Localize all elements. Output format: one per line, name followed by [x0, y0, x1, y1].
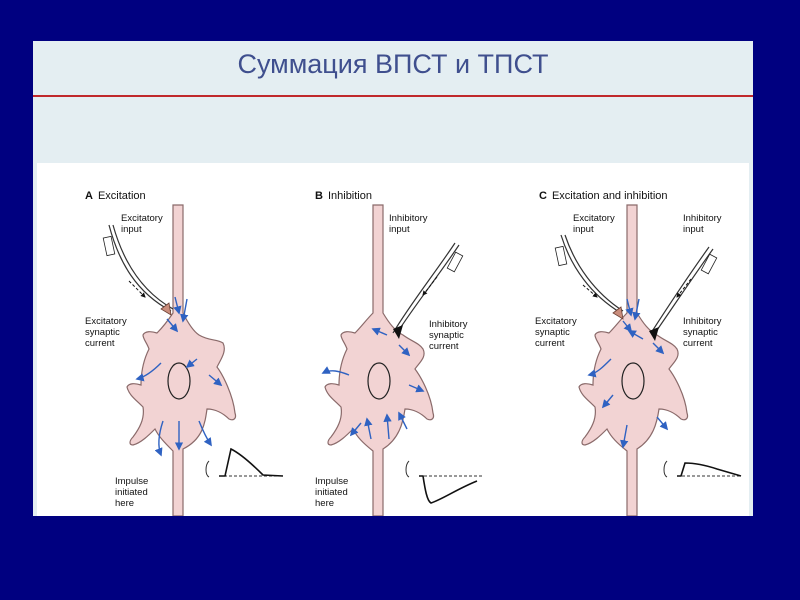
- panel-a-input-axon: [109, 225, 171, 311]
- slide-title: Суммация ВПСТ и ТПСТ: [33, 41, 753, 96]
- panel-b-electrode-icon: [447, 252, 463, 272]
- panel-a-excitatory-terminal: [161, 303, 171, 315]
- panel-c-excitatory-electrode-icon: [555, 246, 567, 265]
- panel-c-summed-trace: [664, 461, 741, 477]
- title-divider: [33, 95, 753, 97]
- panel-b-neuron: [325, 205, 434, 516]
- panel-c-neuron: [579, 205, 688, 516]
- panel-a-neuron: [127, 205, 236, 516]
- panel-a-epsp-trace: [206, 449, 283, 477]
- panel-b-ipsp-trace: [406, 461, 483, 503]
- panel-c-inhibitory-electrode-icon: [701, 254, 717, 274]
